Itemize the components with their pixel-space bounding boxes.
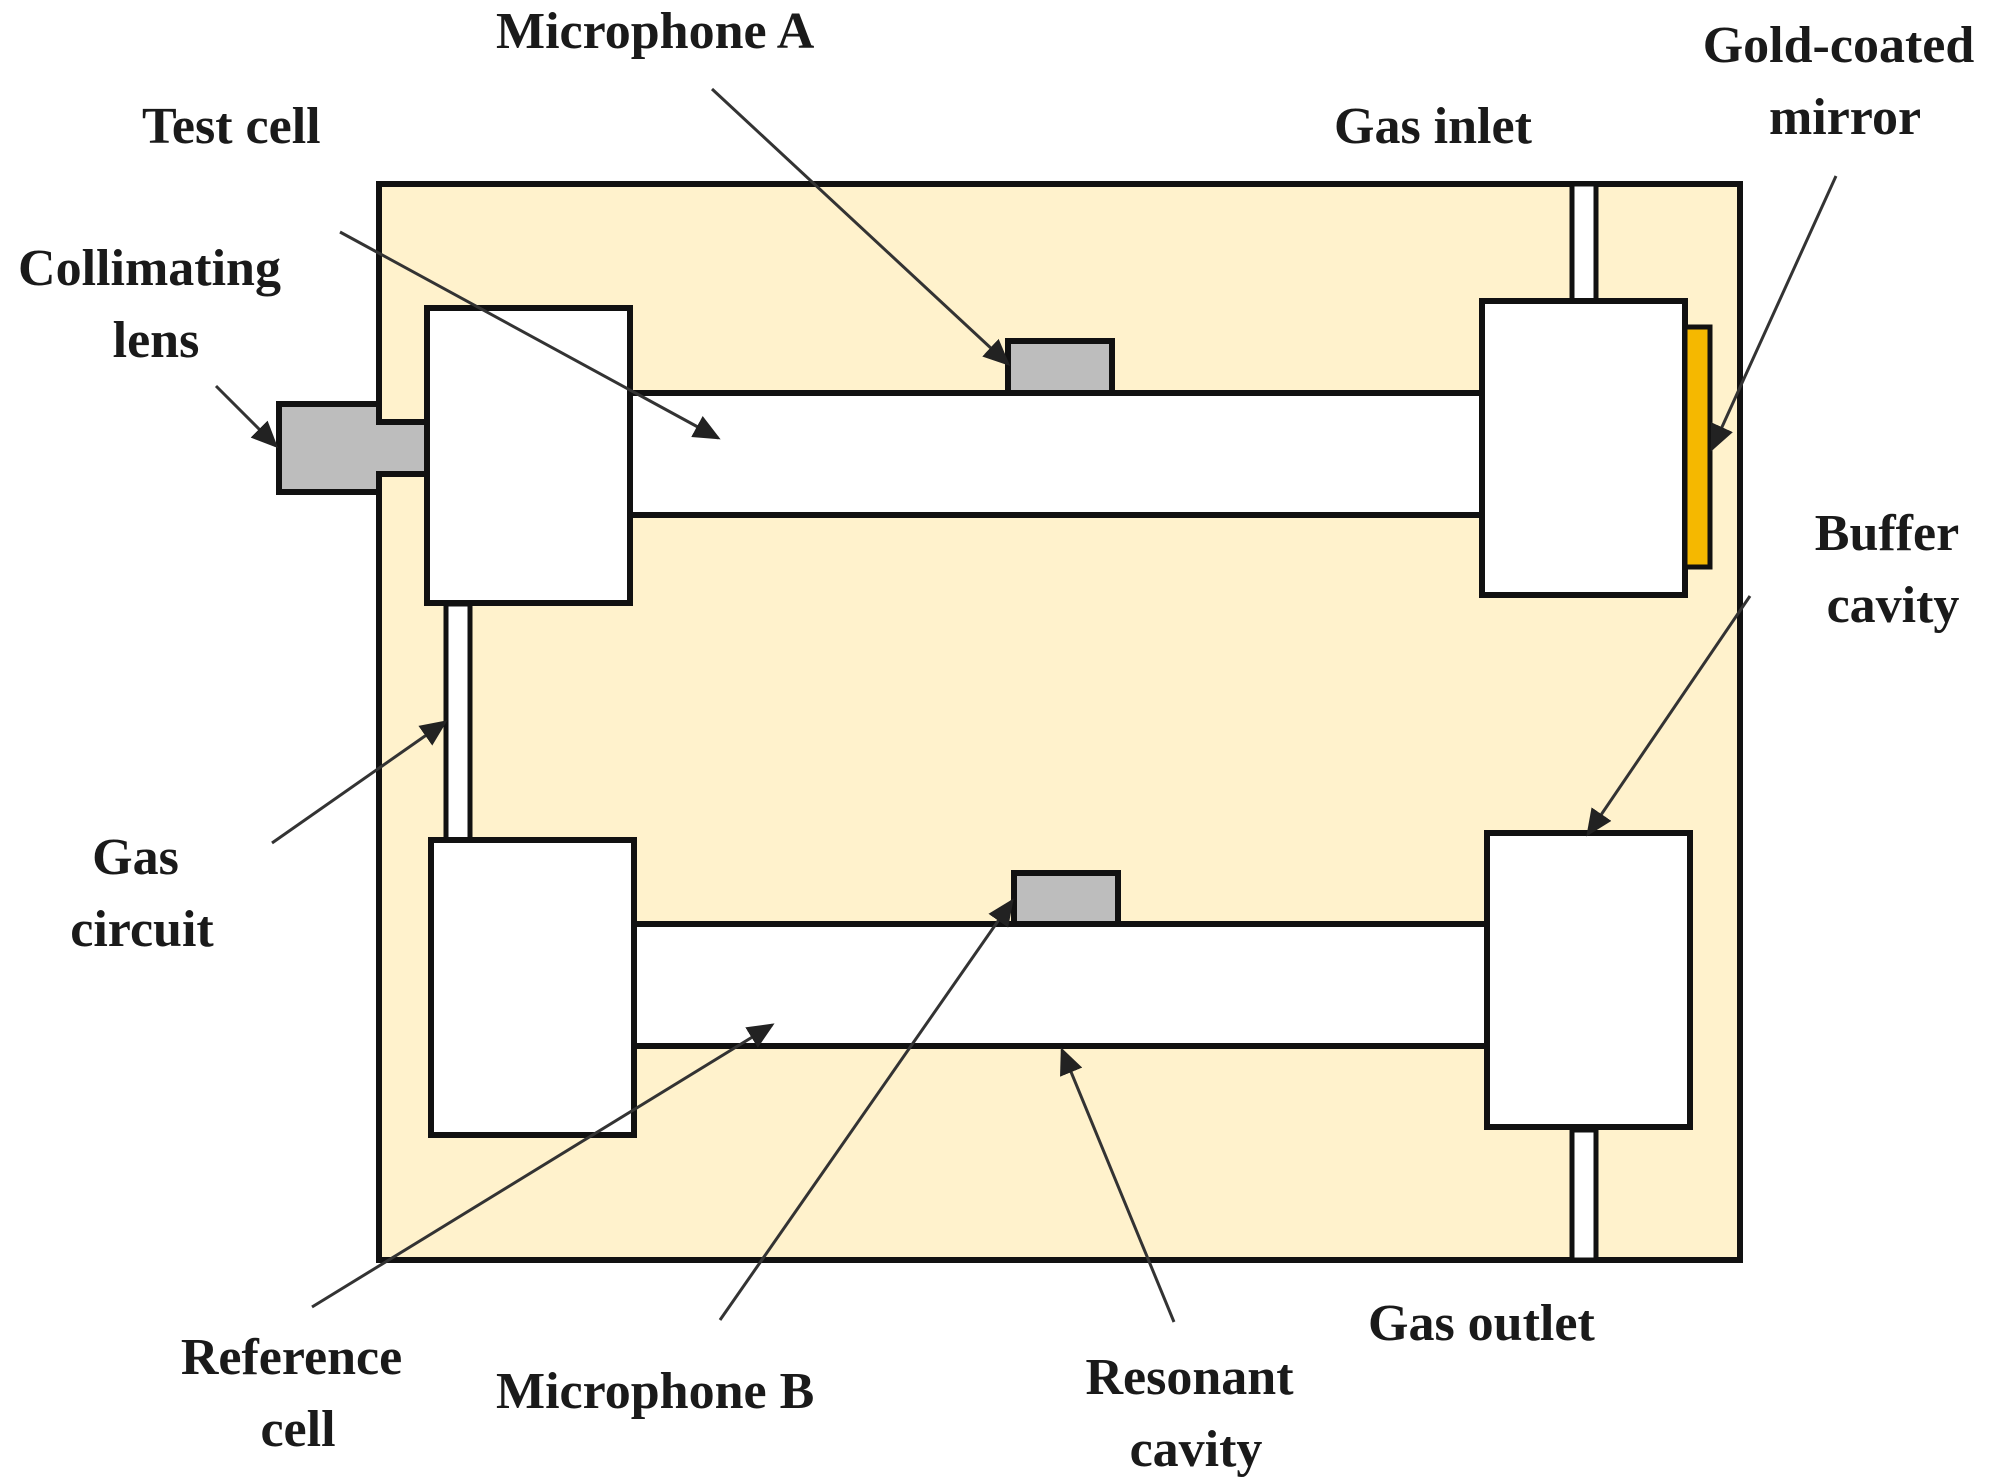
leader-gas-circuit	[271, 720, 448, 845]
leader-reference-cell	[311, 1023, 775, 1309]
label-resonant-cavity: Resonant cavity	[1085, 1349, 1306, 1478]
label-gas-inlet: Gas inlet	[1334, 98, 1533, 155]
test-cell-buffer-chamber	[1479, 298, 1688, 598]
leader-resonant-cavity	[1060, 1047, 1176, 1323]
reference-cell-resonant-tube	[631, 921, 1491, 1049]
label-gold-coated-mirror: Gold-coated mirror	[1703, 17, 1988, 146]
label-reference-cell: Reference cell	[181, 1329, 415, 1458]
gas-outlet-pipe	[1569, 1127, 1599, 1263]
label-microphone-b: Microphone B	[496, 1363, 814, 1420]
leader-collimating-lens	[214, 384, 279, 449]
gas-inlet-pipe	[1569, 181, 1599, 305]
test-cell-resonant-tube	[627, 390, 1487, 518]
leader-gold-coated-mirror	[1710, 175, 1838, 452]
reference-cell-left-chamber	[428, 837, 637, 1138]
label-gas-circuit: Gas circuit	[70, 829, 214, 958]
microphone-b	[1011, 870, 1121, 927]
label-microphone-a: Microphone A	[496, 3, 815, 60]
test-cell-left-chamber	[424, 305, 633, 606]
leader-microphone-b	[718, 898, 1014, 1321]
label-buffer-cavity: Buffer cavity	[1815, 505, 1971, 634]
gold-coated-mirror	[1682, 324, 1713, 570]
gas-circuit-pipe	[443, 601, 473, 843]
label-gas-outlet: Gas outlet	[1368, 1295, 1595, 1352]
reference-cell-buffer-chamber	[1484, 830, 1693, 1130]
leader-microphone-a	[710, 87, 1011, 367]
collimating-lens	[276, 401, 430, 495]
leader-test-cell	[339, 230, 721, 440]
leader-buffer-cavity	[1586, 595, 1752, 837]
label-collimating-lens: Collimating lens	[18, 240, 294, 369]
label-test-cell: Test cell	[142, 98, 321, 155]
microphone-a	[1005, 338, 1115, 396]
